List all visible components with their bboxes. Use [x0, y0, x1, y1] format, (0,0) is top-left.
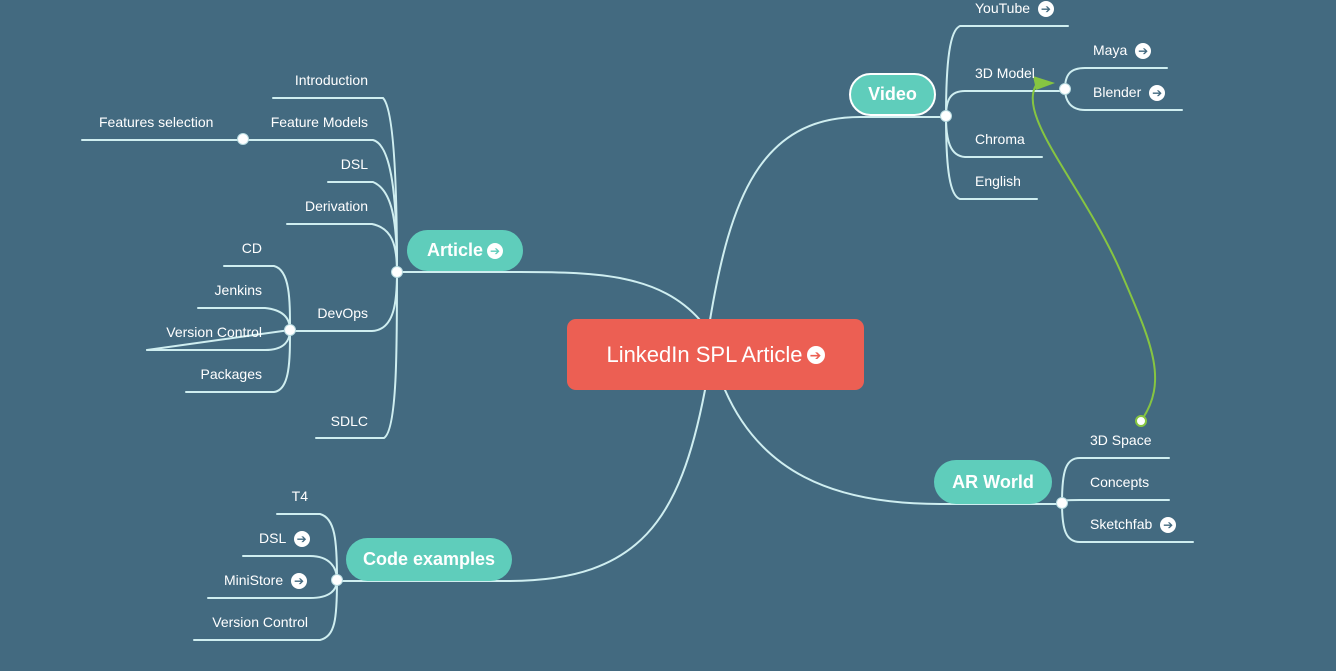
node-english[interactable]: English: [975, 173, 1021, 189]
arrow-link-icon[interactable]: ➔: [1135, 43, 1152, 60]
node-concepts[interactable]: Concepts: [1090, 474, 1150, 490]
node-ministore[interactable]: MiniStore ➔: [224, 571, 308, 590]
collapse-handle[interactable]: [237, 133, 249, 145]
arrow-link-icon[interactable]: ➔: [1149, 85, 1166, 102]
arrow-link-icon[interactable]: ➔: [1037, 1, 1054, 18]
node-dsl-example-label: DSL: [259, 530, 286, 546]
collapse-handle[interactable]: [1056, 497, 1068, 509]
arrow-link-icon[interactable]: ➔: [293, 531, 310, 548]
topic-code-examples[interactable]: Code examples: [346, 538, 512, 581]
node-sdlc[interactable]: SDLC: [330, 413, 368, 429]
arrow-link-icon[interactable]: ➔: [806, 345, 825, 364]
node-blender-label: Blender: [1093, 84, 1142, 100]
node-3d-space[interactable]: 3D Space: [1090, 432, 1152, 448]
node-version-control-example[interactable]: Version Control: [212, 614, 308, 630]
topic-article-label: Article: [426, 240, 484, 260]
collapse-handle[interactable]: [331, 574, 343, 586]
node-derivation[interactable]: Derivation: [304, 198, 368, 214]
node-features-selection[interactable]: Features selection: [99, 114, 214, 130]
node-maya[interactable]: Maya ➔: [1093, 41, 1152, 60]
central-topic-label: LinkedIn SPL Article: [606, 341, 803, 367]
node-sketchfab[interactable]: Sketchfab ➔: [1090, 515, 1177, 534]
collapse-handle[interactable]: [940, 110, 952, 122]
topic-ar-world-label: AR World: [952, 471, 1034, 492]
node-cd[interactable]: CD: [241, 240, 262, 256]
node-devops[interactable]: DevOps: [317, 305, 368, 321]
node-version-control[interactable]: Version Control: [166, 324, 262, 340]
node-ministore-label: MiniStore: [224, 572, 284, 588]
topic-video[interactable]: Video: [849, 73, 936, 116]
collapse-handle[interactable]: [284, 324, 296, 336]
arrow-link-icon[interactable]: ➔: [291, 573, 308, 590]
node-sketchfab-label: Sketchfab: [1090, 516, 1153, 532]
node-dsl[interactable]: DSL: [340, 156, 368, 172]
node-introduction[interactable]: Introduction: [294, 72, 368, 88]
node-t4[interactable]: T4: [291, 488, 308, 504]
node-chroma[interactable]: Chroma: [975, 131, 1025, 147]
topic-video-label: Video: [868, 84, 917, 104]
central-topic[interactable]: LinkedIn SPL Article ➔: [567, 319, 864, 390]
node-feature-models[interactable]: Feature Models: [270, 114, 368, 130]
topic-ar-world[interactable]: AR World: [934, 460, 1052, 504]
node-blender[interactable]: Blender ➔: [1093, 83, 1166, 102]
arrow-link-icon[interactable]: ➔: [487, 242, 504, 259]
node-jenkins[interactable]: Jenkins: [214, 282, 262, 298]
arrow-link-icon[interactable]: ➔: [1160, 517, 1177, 534]
node-youtube-label: YouTube: [975, 0, 1031, 16]
collapse-handle[interactable]: [1059, 83, 1071, 95]
node-dsl-example[interactable]: DSL ➔: [259, 529, 310, 548]
node-maya-label: Maya: [1093, 42, 1128, 58]
node-youtube[interactable]: YouTube ➔: [975, 0, 1054, 18]
collapse-handle[interactable]: [391, 266, 403, 278]
topic-code-examples-label: Code examples: [362, 549, 496, 569]
node-3d-model[interactable]: 3D Model: [975, 65, 1035, 81]
node-packages[interactable]: Packages: [200, 366, 262, 382]
topic-article[interactable]: Article ➔: [407, 230, 523, 271]
relationship-handle[interactable]: [1135, 415, 1147, 427]
